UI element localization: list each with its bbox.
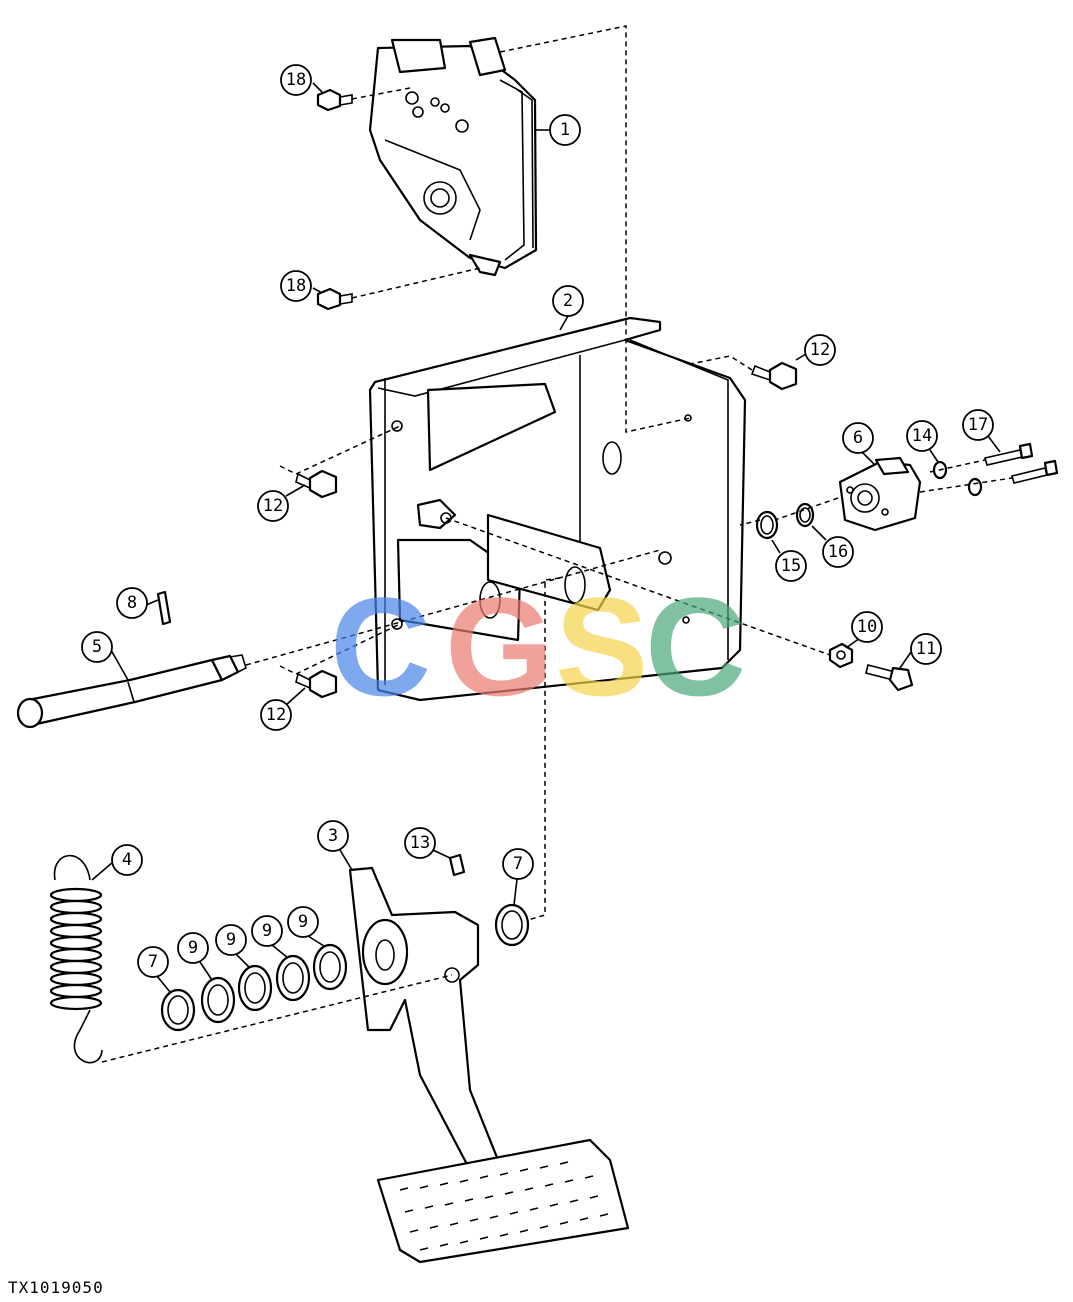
svg-text:3: 3: [328, 826, 338, 846]
part-1-control-housing: [368, 36, 538, 277]
svg-text:2: 2: [563, 291, 573, 311]
svg-text:9: 9: [226, 930, 236, 950]
cgsc-watermark: C G S C: [330, 568, 746, 725]
callout-12-upper-right: 12: [795, 334, 836, 366]
callout-12-upper-left: 12: [257, 484, 306, 522]
callout-8: 8: [116, 587, 159, 619]
watermark-letter-c1: C: [330, 568, 431, 725]
pedal-tread-pattern: [399, 1161, 609, 1251]
svg-text:12: 12: [263, 496, 283, 516]
callout-12-lower-left: 12: [260, 687, 306, 731]
callout-6: 6: [842, 422, 876, 466]
part-16-o-ring: [795, 502, 815, 528]
svg-text:18: 18: [286, 276, 306, 296]
figure-id-label: TX1019050: [8, 1278, 104, 1297]
part-4-return-spring: [49, 854, 103, 1064]
part-12-bolt-upper-left: [295, 469, 338, 499]
svg-text:9: 9: [298, 912, 308, 932]
svg-text:6: 6: [853, 428, 863, 448]
callout-14: 14: [906, 420, 939, 463]
svg-text:12: 12: [266, 705, 286, 725]
callout-1: 1: [534, 114, 581, 146]
part-18-bolt-upper: [316, 88, 353, 112]
part-10-nut: [828, 642, 854, 669]
callout-10: 10: [845, 611, 883, 649]
part-13-set-screw: [448, 853, 466, 877]
watermark-letter-c2: C: [645, 568, 746, 725]
part-9-washers: [200, 943, 348, 1024]
watermark-letter-g: G: [445, 568, 554, 725]
svg-text:7: 7: [148, 952, 158, 972]
svg-text:17: 17: [968, 415, 988, 435]
callout-9-first: 9: [177, 932, 213, 981]
callout-16: 16: [811, 525, 854, 568]
assembly-guide-lines: [101, 25, 1013, 1063]
part-15-o-ring: [755, 510, 779, 540]
callout-7-right: 7: [502, 848, 534, 906]
svg-text:9: 9: [188, 938, 198, 958]
svg-text:14: 14: [912, 426, 932, 446]
part-7-bushing-left: [160, 988, 196, 1032]
part-14-washer-second: [967, 477, 983, 497]
svg-text:13: 13: [410, 833, 430, 853]
part-12-bolt-upper-right: [750, 361, 798, 391]
part-18-bolt-lower: [316, 287, 353, 311]
part-6-position-sensor: [838, 456, 922, 532]
svg-text:9: 9: [262, 921, 272, 941]
callout-9-third: 9: [251, 915, 289, 959]
callout-9-fourth: 9: [287, 906, 325, 947]
watermark-letter-s: S: [555, 568, 648, 725]
callout-18-upper: 18: [280, 64, 323, 96]
part-3-pedal-arm: [348, 866, 630, 1264]
part-17-screw-upper: [983, 442, 1034, 466]
callout-13: 13: [404, 827, 451, 859]
part-8-roll-pin: [156, 590, 172, 626]
svg-text:5: 5: [92, 637, 102, 657]
callout-5: 5: [81, 631, 129, 681]
svg-text:10: 10: [857, 617, 877, 637]
svg-text:8: 8: [127, 593, 137, 613]
callout-3: 3: [317, 820, 353, 871]
callout-2: 2: [552, 285, 584, 331]
callout-7-left: 7: [137, 946, 171, 993]
svg-text:1: 1: [560, 120, 570, 140]
part-17-screw-lower: [1011, 459, 1059, 484]
callout-9-second: 9: [215, 924, 251, 969]
callout-18-lower: 18: [280, 270, 323, 302]
callout-11: 11: [899, 633, 942, 669]
svg-text:7: 7: [513, 854, 523, 874]
svg-text:11: 11: [916, 639, 936, 659]
svg-text:18: 18: [286, 70, 306, 90]
part-5-pivot-shaft: [16, 654, 247, 729]
callout-17: 17: [962, 409, 1001, 453]
callout-15: 15: [771, 539, 807, 582]
part-7-bushing-right: [494, 903, 530, 947]
svg-text:12: 12: [810, 340, 830, 360]
callout-4: 4: [91, 844, 143, 881]
part-11-bolt: [865, 664, 914, 692]
svg-text:4: 4: [122, 850, 132, 870]
part-12-bolt-lower-left: [295, 669, 338, 699]
svg-text:16: 16: [828, 542, 848, 562]
svg-text:15: 15: [781, 556, 801, 576]
